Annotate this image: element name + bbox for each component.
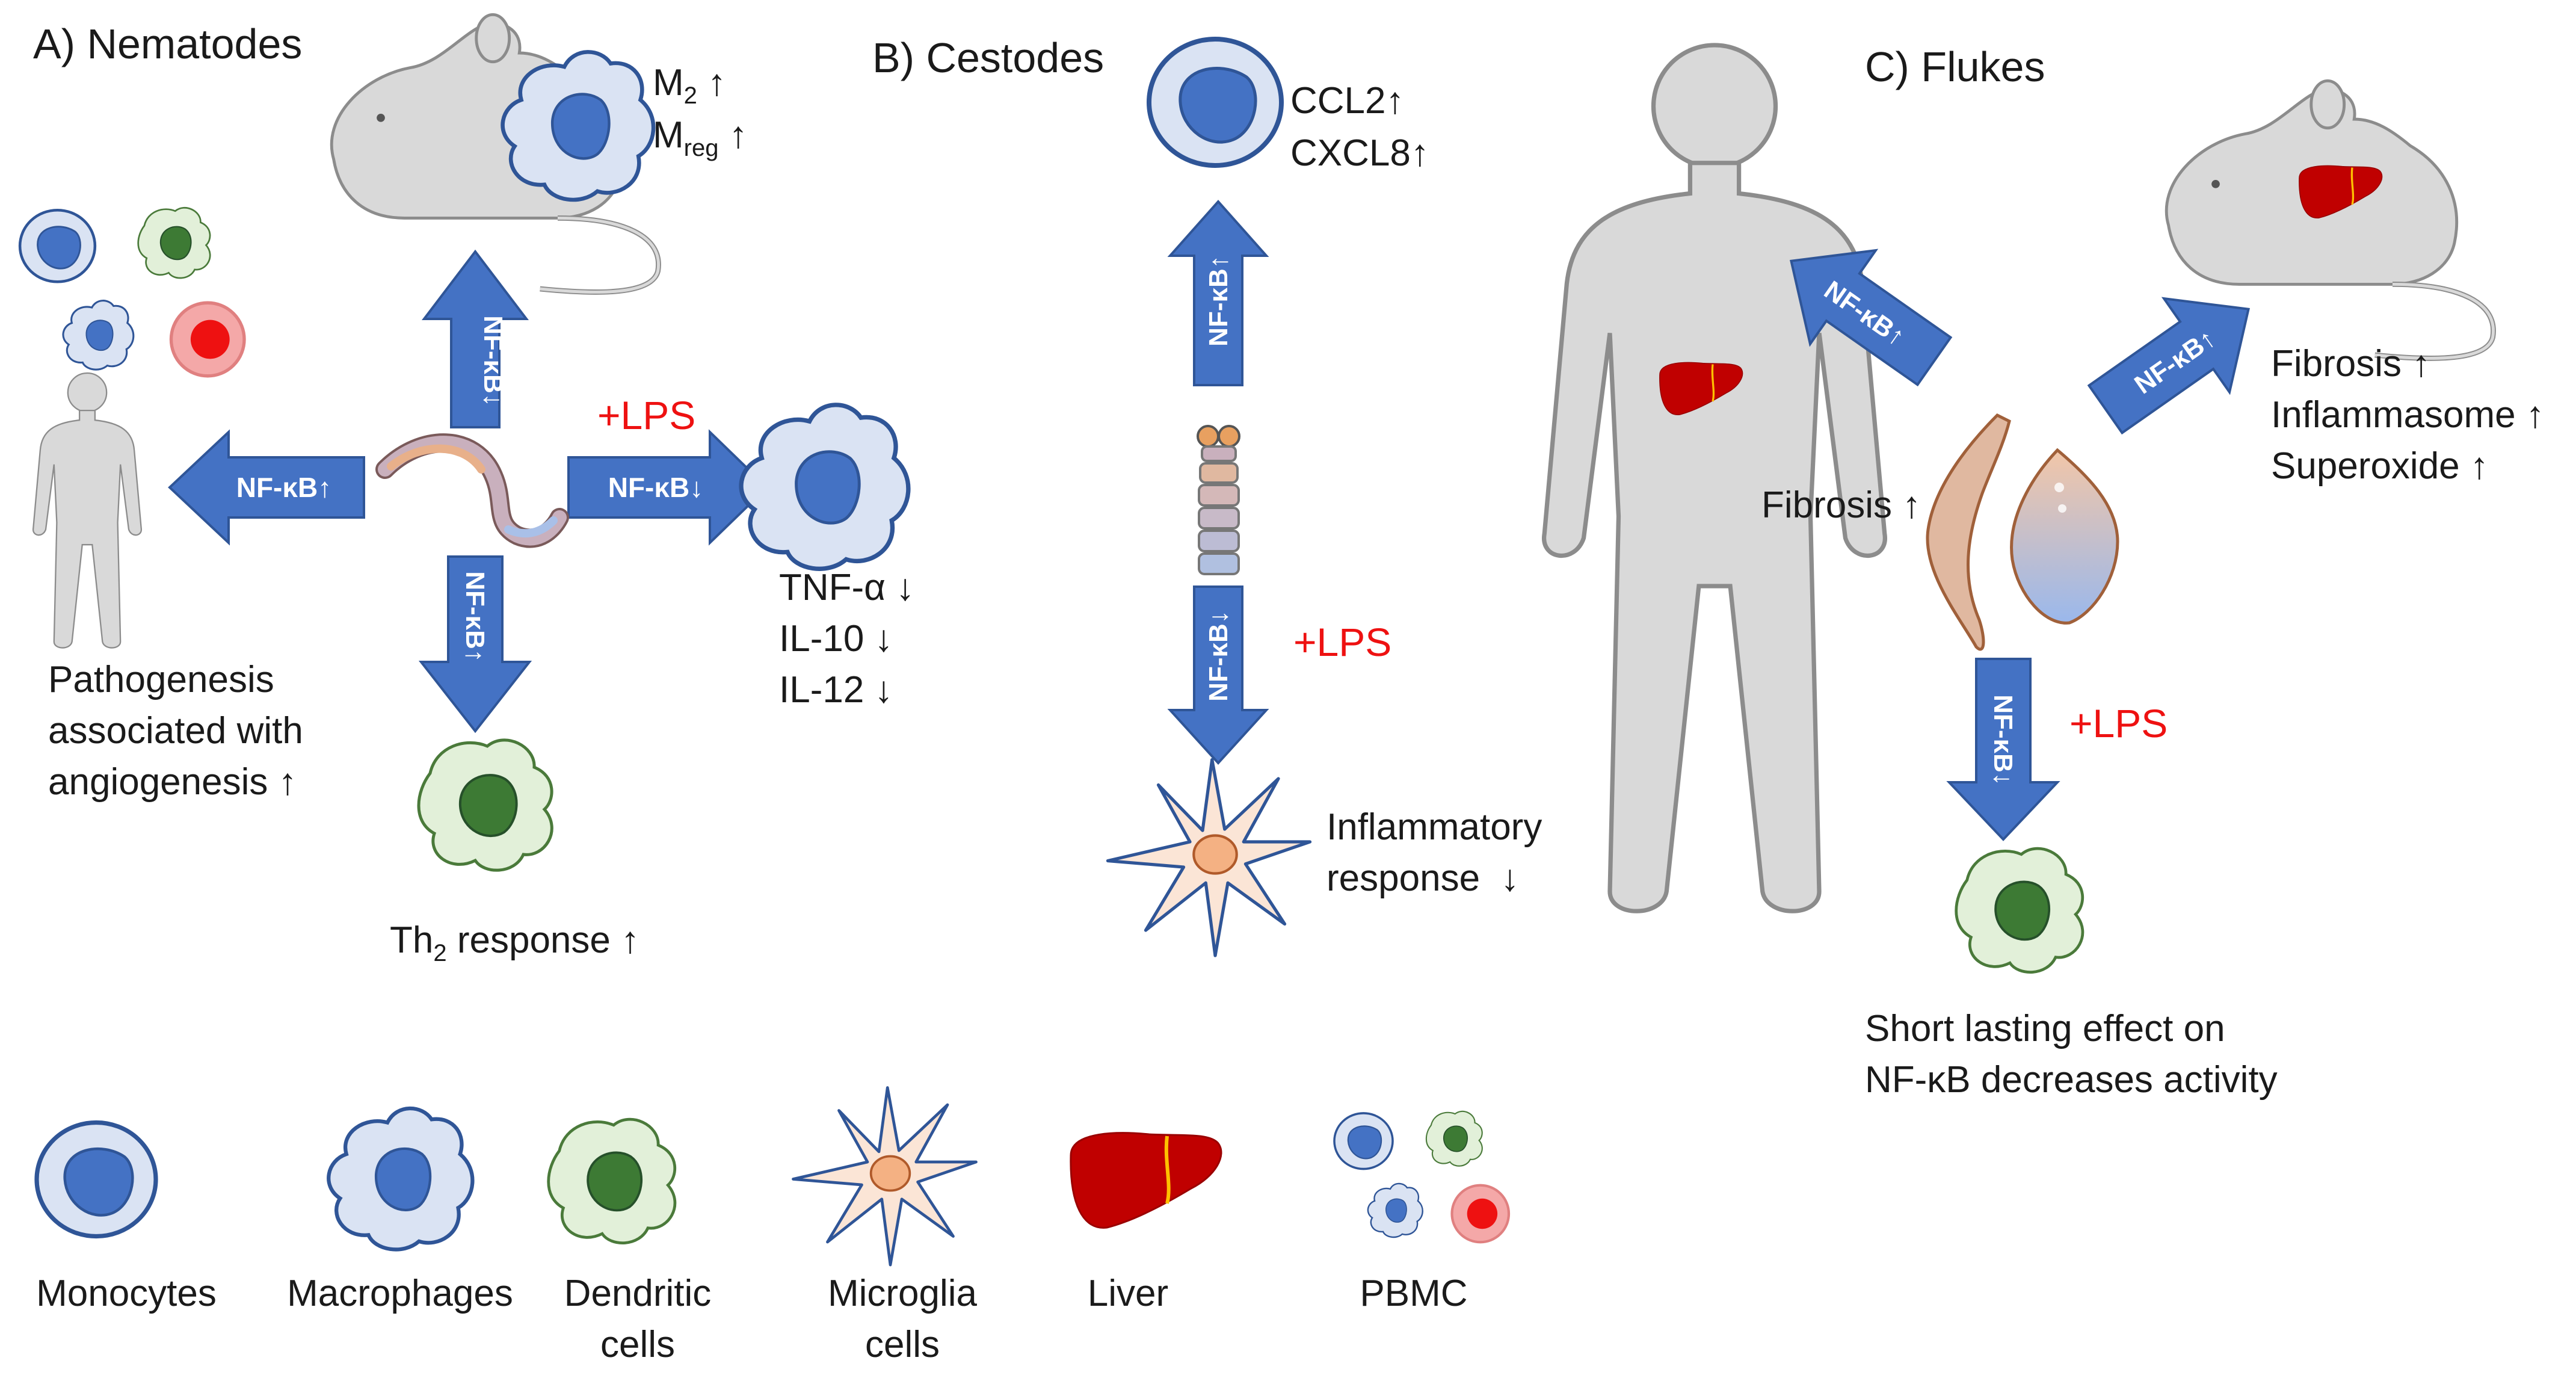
legend-dendritic-line-2: cells: [600, 1324, 675, 1365]
tnf-alpha-effect: TNF-α ↓: [779, 567, 914, 608]
legend: Monocytes Macrophages Dendritic cells Mi…: [36, 1088, 1509, 1365]
pathogenesis-line-1: Pathogenesis: [48, 659, 274, 700]
il10-effect: IL-10 ↓: [779, 618, 893, 660]
arrow-left-nematode: NF-κB↑: [168, 429, 365, 546]
panel-c-title: C) Flukes: [1865, 43, 2045, 90]
il12-effect: IL-12 ↓: [779, 669, 893, 711]
fluke-leaf-icon: [2010, 448, 2119, 625]
dendritic-cell-icon: [419, 740, 552, 870]
arrow-down-fluke-label: NF-κB↓: [1988, 694, 2018, 786]
arrow-up-cestode: NF-κB↑: [1167, 199, 1269, 386]
m2-marker: M2 ↑: [653, 62, 726, 109]
legend-monocytes-label: Monocytes: [36, 1273, 217, 1314]
lps-label-b: +LPS: [1293, 620, 1391, 664]
th2-response: Th2 response ↑: [390, 919, 639, 966]
legend-dendritic-icon: [549, 1119, 675, 1243]
fibrosis-mouse: Fibrosis ↑: [2271, 343, 2430, 385]
inflammatory-line-1: Inflammatory: [1327, 806, 1542, 848]
superoxide-mouse: Superoxide ↑: [2271, 445, 2489, 487]
ccl2-effect: CCL2↑: [1290, 80, 1405, 122]
macrophage-icon: [741, 405, 908, 569]
arrow-down-fluke: NF-κB↓: [1946, 658, 2060, 841]
lps-label-c: +LPS: [2069, 701, 2168, 746]
arrow-right-nematode-label: NF-κB↓: [608, 472, 704, 503]
lps-label-a: +LPS: [597, 393, 695, 437]
legend-macrophage-icon: [328, 1108, 472, 1249]
monocyte-icon: [1149, 39, 1281, 165]
mreg-marker: Mreg ↑: [653, 114, 748, 161]
pathogenesis-line-2: associated with: [48, 710, 303, 752]
cestode-icon: [1197, 425, 1240, 575]
short-lasting-line-1: Short lasting effect on: [1865, 1008, 2225, 1049]
arrow-up-nematode-label: NF-κB↓: [478, 315, 508, 407]
human-icon: [32, 372, 143, 649]
arrow-right-nematode: NF-κB↓: [567, 429, 769, 546]
inflammatory-line-2: response ↓: [1327, 857, 1520, 899]
legend-monocyte-icon: [37, 1123, 156, 1237]
arrow-down-cestode-label: NF-κB↓: [1204, 610, 1233, 702]
arrow-to-mouse-fluke: NF-κB↑: [2087, 297, 2250, 435]
legend-liver-icon: [1071, 1133, 1221, 1228]
legend-pbmc-label: PBMC: [1360, 1273, 1467, 1314]
microglia-icon: [1108, 760, 1310, 956]
legend-dendritic-line-1: Dendritic: [564, 1273, 712, 1314]
arrow-left-nematode-label: NF-κB↑: [236, 472, 332, 503]
panel-b: B) Cestodes CCL2↑ CXCL8↑ NF-κB↑ NF-κB↓ +…: [872, 34, 1542, 956]
arrow-up-cestode-label: NF-κB↑: [1204, 255, 1233, 347]
cxcl8-effect: CXCL8↑: [1290, 132, 1429, 174]
arrow-down-nematode-label: NF-κB↑: [460, 571, 490, 663]
legend-liver-label: Liver: [1088, 1273, 1168, 1314]
pathogenesis-line-3: angiogenesis ↑: [48, 761, 297, 803]
arrow-down-cestode: NF-κB↓: [1167, 585, 1269, 765]
human-icon: [1544, 45, 1885, 911]
legend-microglia-line-2: cells: [865, 1324, 940, 1365]
panel-c: C) Flukes NF-κB↑ NF-κB↑ Fibrosis ↑: [1544, 43, 2545, 1101]
arrow-down-nematode: NF-κB↑: [418, 555, 532, 734]
legend-pbmc-icon: [1334, 1111, 1509, 1242]
panel-a-title: A) Nematodes: [33, 20, 302, 67]
legend-microglia-line-1: Microglia: [828, 1273, 978, 1314]
inflammasome-mouse: Inflammasome ↑: [2271, 394, 2545, 436]
arrow-up-nematode: NF-κB↓: [421, 249, 529, 428]
legend-macrophages-label: Macrophages: [287, 1273, 513, 1314]
legend-microglia-icon: [793, 1088, 976, 1265]
short-lasting-line-2: NF-κB decreases activity: [1865, 1059, 2278, 1101]
fibrosis-human: Fibrosis ↑: [1761, 484, 1921, 526]
fluke-long-icon: [1926, 413, 2011, 651]
pbmc-icon: [20, 208, 244, 376]
nematode-icon: [375, 433, 569, 548]
panel-b-title: B) Cestodes: [872, 34, 1104, 81]
dendritic-cell-icon: [1956, 848, 2083, 972]
panel-a: A) Nematodes M2 ↑ Mreg ↑ NF-κB↓ NF-κB↑ N…: [20, 14, 914, 966]
